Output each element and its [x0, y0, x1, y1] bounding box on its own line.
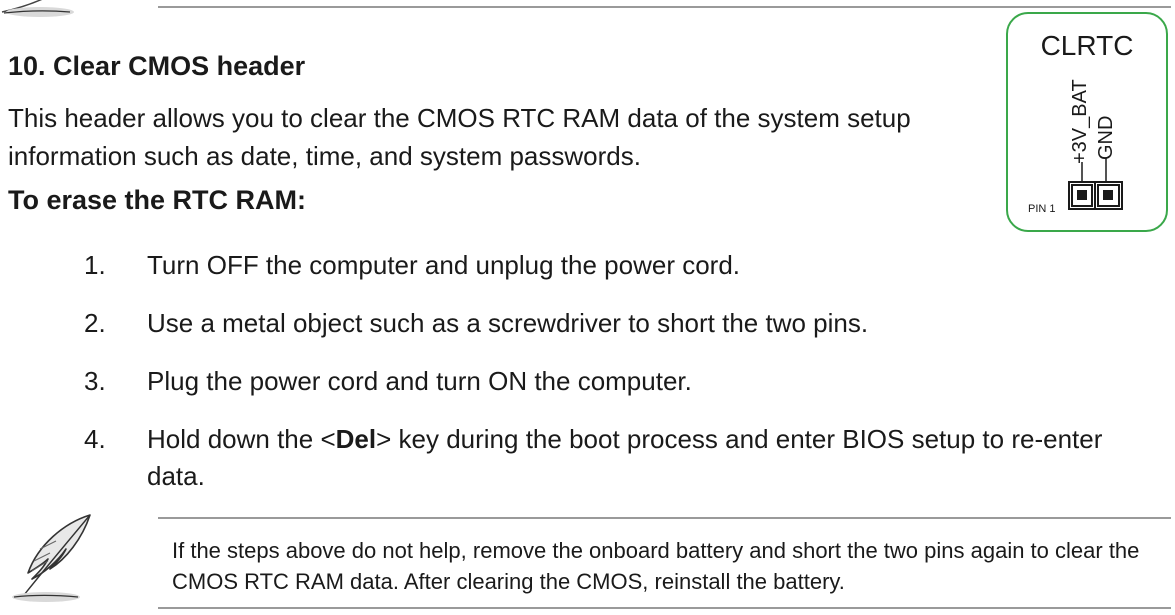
list-item: 4. Hold down the <Del> key during the bo… — [0, 421, 1170, 495]
step-number: 1. — [84, 250, 106, 280]
steps-list: 1. Turn OFF the computer and unplug the … — [0, 247, 1170, 516]
note-bottom-divider — [158, 607, 1171, 609]
feather-pen-icon — [1, 0, 74, 17]
del-key: Del — [335, 424, 377, 454]
note-block: If the steps above do not help, remove t… — [0, 501, 1175, 613]
diagram-title: CLRTC — [1040, 30, 1134, 61]
step-text: Plug the power cord and turn ON the comp… — [147, 366, 692, 396]
step-text: Hold down the <Del> key during the boot … — [147, 421, 1127, 495]
pin1-label: PIN 1 — [1028, 203, 1056, 215]
list-item: 2. Use a metal object such as a screwdri… — [0, 305, 1170, 342]
section-subheading: To erase the RTC RAM: — [8, 185, 307, 215]
note-text: If the steps above do not help, remove t… — [172, 538, 1140, 594]
step-text: Use a metal object such as a screwdriver… — [147, 308, 869, 338]
step-number: 4. — [84, 424, 106, 454]
step-number: 3. — [84, 366, 106, 396]
section-description: This header allows you to clear the CMOS… — [8, 103, 911, 171]
section-title: 10. Clear CMOS header — [8, 51, 306, 81]
list-item: 1. Turn OFF the computer and unplug the … — [0, 247, 1170, 284]
clrtc-diagram: CLRTC +3V_BAT GND PIN 1 — [1006, 12, 1168, 232]
header-pins-icon — [1068, 158, 1123, 210]
step-text-before: Hold down the < — [147, 424, 336, 454]
list-item: 3. Plug the power cord and turn ON the c… — [0, 363, 1170, 400]
diagram-border — [1006, 12, 1168, 232]
step-number: 2. — [84, 308, 106, 338]
top-divider — [158, 6, 1171, 8]
step-text: Turn OFF the computer and unplug the pow… — [147, 250, 741, 280]
note-top-divider — [158, 517, 1171, 519]
step-text-after: > key during the boot process and enter … — [147, 424, 1103, 491]
feather-pen-icon — [12, 514, 91, 602]
